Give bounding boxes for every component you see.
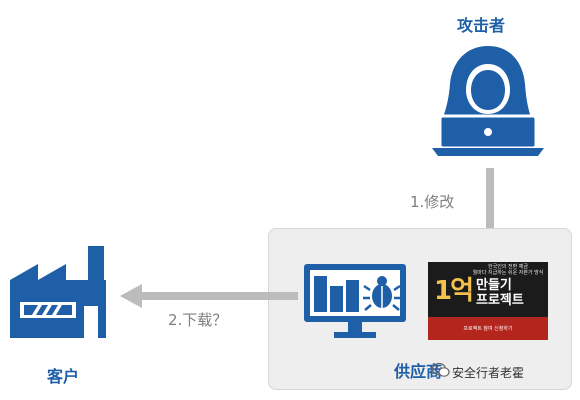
monitor-bug-icon — [304, 264, 406, 338]
customer-label: 客户 — [47, 367, 80, 386]
advert-thumbnail: 한국인의 전환 예금 월마다 지급하는 쉬운 자본가 방식 1억 만들기 프로젝… — [428, 262, 548, 340]
advert-cta: 프로젝트 참여 신청하기 — [463, 326, 513, 332]
attacker-label: 攻击者 — [457, 16, 506, 35]
advert-big-number: 1억 — [434, 276, 474, 306]
advert-stripe — [428, 317, 548, 340]
factory-icon — [10, 246, 106, 338]
download-arrow — [120, 284, 298, 308]
wechat-icon — [432, 362, 450, 377]
supplier-label: 供应商 — [394, 362, 443, 381]
watermark: 安全行者老霍 — [452, 366, 525, 380]
advert-title: 만들기 프로젝트 — [476, 278, 524, 308]
modify-label: 1.修改 — [410, 193, 455, 211]
download-label: 2.下载？ — [168, 311, 228, 329]
hacker-icon — [432, 46, 544, 156]
advert-top-text: 한국인의 전환 예금 월마다 지급하는 쉬운 자본가 방식 — [472, 264, 544, 276]
